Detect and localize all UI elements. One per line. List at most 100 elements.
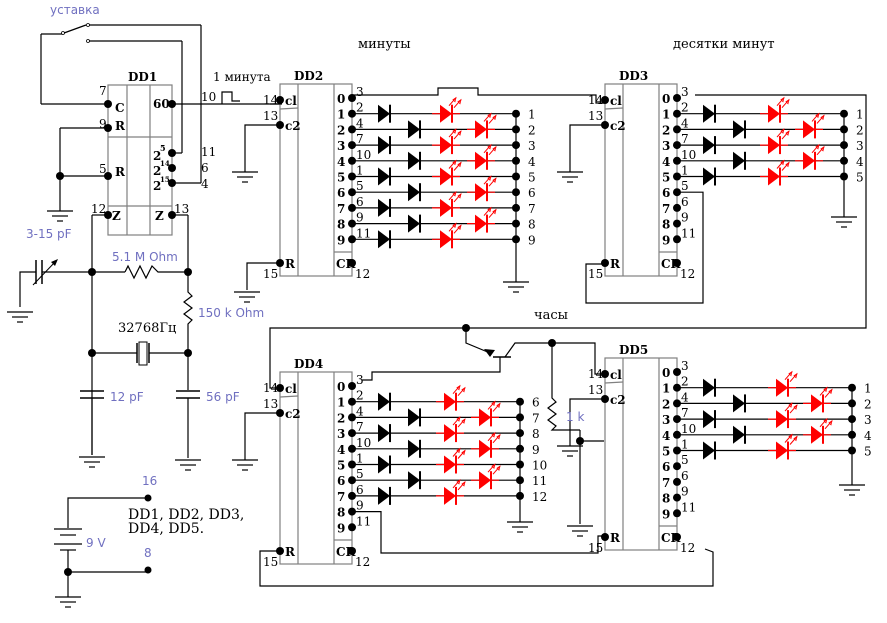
dd4-out-9 xyxy=(348,523,356,532)
dd5-out-8 xyxy=(673,493,681,502)
dd3-out-label-2: 2 xyxy=(662,123,670,137)
dd4-diode xyxy=(377,485,391,506)
dd3-diode xyxy=(732,119,746,140)
dd3-led xyxy=(794,143,825,171)
dd4-diode xyxy=(407,438,421,459)
dd4-segment-label: 6 xyxy=(532,396,540,410)
dd2-segment-label: 3 xyxy=(528,139,536,153)
dd4-segment-label: 12 xyxy=(532,490,547,504)
dd2-out-pinnum-4: 10 xyxy=(356,148,371,162)
dd2-out-pinnum-5: 1 xyxy=(356,164,364,178)
r2-label: 150 k Ohm xyxy=(198,306,264,320)
dd5-pin-label-cr: CR xyxy=(661,531,682,545)
setting-label: уставка xyxy=(50,3,100,17)
dd5-pinnum-15: 15 xyxy=(588,541,603,555)
dd2-pin-label-r: R xyxy=(285,257,296,271)
dd4-pin-label-c2: c2 xyxy=(285,407,301,421)
dd4-led xyxy=(470,431,501,459)
dd3-segment-label: 3 xyxy=(856,139,864,153)
dd2-out-label-8: 8 xyxy=(337,218,345,232)
dd4-pinnum-13: 13 xyxy=(263,397,278,411)
dd2-segment-label: 1 xyxy=(528,108,536,122)
dd2-led xyxy=(466,112,497,140)
dd4-led xyxy=(435,447,466,475)
dd5-out-label-5: 5 xyxy=(662,445,670,459)
dd5-segment-label: 2 xyxy=(864,397,872,411)
dd2-out-label-5: 5 xyxy=(337,171,345,185)
dd3-segment-label: 5 xyxy=(856,171,864,185)
dd2-segment-ground xyxy=(502,281,530,293)
dd5-pinnum-12: 12 xyxy=(680,541,695,555)
dd4-out-pinnum-9: 11 xyxy=(356,514,371,528)
dd5-out-label-6: 6 xyxy=(662,460,670,474)
dd4-out-pinnum-8: 9 xyxy=(356,499,364,513)
dd4-pin-label-r: R xyxy=(285,545,296,559)
dd5-out-pinnum-2: 4 xyxy=(681,390,689,404)
dd3-led xyxy=(794,112,825,140)
dd1-pin-c: C xyxy=(115,101,125,115)
dd5-out-label-0: 0 xyxy=(662,366,670,380)
dd5-pinnum-13: 13 xyxy=(588,383,603,397)
dd5-out-pinnum-9: 11 xyxy=(681,500,696,514)
chip-dd1: DD1 C R R Z Z 60 2 5 2 14 2 15 7 9 5 12 … xyxy=(91,70,216,236)
dd2-out-label-2: 2 xyxy=(337,123,345,137)
power-chips-line2: DD4, DD5. xyxy=(128,521,204,537)
hours-title: часы xyxy=(534,308,568,323)
dd5-out-label-1: 1 xyxy=(662,382,670,396)
trimmer-cap-label: 3-15 pF xyxy=(26,227,72,241)
dd3-out-label-5: 5 xyxy=(662,171,670,185)
dd4-pin-cr xyxy=(348,547,356,555)
dd2-out-pinnum-9: 11 xyxy=(356,226,371,240)
dd4-out-label-5: 5 xyxy=(337,459,345,473)
dd4-out-label-8: 8 xyxy=(337,506,345,520)
dd2-pinnum-15: 15 xyxy=(263,267,278,281)
dd2-led xyxy=(466,175,497,203)
dd5-led xyxy=(767,433,798,461)
dd2-led xyxy=(431,159,462,187)
dd1-pinnum-4: 4 xyxy=(201,177,209,191)
dd1-pin-q14: 2 xyxy=(153,164,161,178)
dd2-out-label-9: 9 xyxy=(337,233,345,247)
dd3-out-pinnum-0: 3 xyxy=(681,85,689,99)
dd4-segment-label: 10 xyxy=(532,459,547,473)
dd3-out-pinnum-1: 2 xyxy=(681,101,689,115)
dd4-out-pinnum-1: 2 xyxy=(356,389,364,403)
dd3-out-8 xyxy=(673,219,681,228)
dd5-name: DD5 xyxy=(619,343,648,357)
dd2-led xyxy=(431,96,462,124)
dd3-out-9 xyxy=(673,235,681,244)
dd2-pin-cl xyxy=(276,96,284,104)
dd5-pin-label-r: R xyxy=(610,531,621,545)
dd3-out-pinnum-9: 11 xyxy=(681,226,696,240)
dd2-pin-label-cr: CR xyxy=(336,257,357,271)
gnd-pin-label: 8 xyxy=(144,546,152,560)
dd4-out-label-3: 3 xyxy=(337,427,345,441)
dd3-out-pinnum-8: 9 xyxy=(681,211,689,225)
dd2-diode xyxy=(377,135,391,156)
dd5-diode xyxy=(732,424,746,445)
dd1-pinnum-12: 12 xyxy=(91,202,106,216)
dd3-out-label-9: 9 xyxy=(662,233,670,247)
dd2-diode xyxy=(407,150,421,171)
dd2-pinnum-14: 14 xyxy=(263,93,279,107)
c2-label: 56 pF xyxy=(206,390,240,404)
dd4-c2-ground xyxy=(231,459,259,471)
dd2-pin-label-c2: c2 xyxy=(285,119,301,133)
dd3-out-label-0: 0 xyxy=(662,92,670,106)
dd4-diode xyxy=(407,407,421,428)
dd5-segment-label: 3 xyxy=(864,413,872,427)
dd4-pinnum-15: 15 xyxy=(263,555,278,569)
dd5-segment-label: 5 xyxy=(864,445,872,459)
dd1-pinnum-11: 11 xyxy=(201,145,216,159)
dd5-out-label-4: 4 xyxy=(662,429,670,443)
dd3-out-pinnum-4: 10 xyxy=(681,148,696,162)
dd3-pinnum-13: 13 xyxy=(588,109,603,123)
dd2-diode xyxy=(407,119,421,140)
dd2-diode xyxy=(377,103,391,124)
dd4-out-label-6: 6 xyxy=(337,474,345,488)
dd4-pin-label-cr: CR xyxy=(336,545,357,559)
dd5-segment-label: 4 xyxy=(864,429,872,443)
dd5-out-pinnum-5: 1 xyxy=(681,438,689,452)
